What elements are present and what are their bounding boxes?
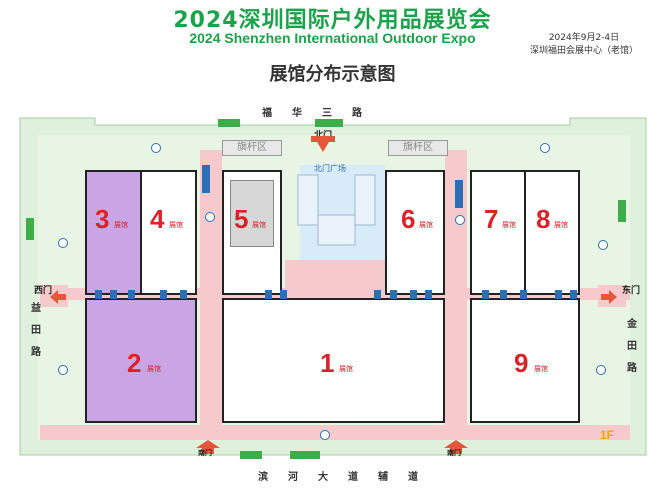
info-sign-left <box>202 165 210 193</box>
hall-3[interactable]: 3 展馆 <box>85 170 142 295</box>
hall-4[interactable]: 4 展馆 <box>140 170 197 295</box>
floor-marker: 1F <box>600 428 615 442</box>
toilet-icon <box>570 290 577 299</box>
map-title: 展馆分布示意图 <box>269 64 396 85</box>
toilet-icon <box>500 290 507 299</box>
hall-6-label: 展馆 <box>419 221 433 229</box>
road-south: 滨河大道辅道 <box>258 472 438 483</box>
toilet-icon <box>482 290 489 299</box>
hall-4-number: 4 <box>150 204 165 234</box>
toilet-icon <box>160 290 167 299</box>
road-north: 福华三路 <box>262 108 382 119</box>
bus-stop-sign-west <box>26 218 34 240</box>
metro-sign-north <box>315 119 343 127</box>
hall-3-number: 3 <box>95 204 110 234</box>
hall-1-label: 展馆 <box>339 365 353 373</box>
toilet-icon <box>280 290 287 299</box>
toilet-icon <box>390 290 397 299</box>
hall-4-label: 展馆 <box>169 221 183 229</box>
parking-icon <box>540 143 550 153</box>
hall-2-label: 展馆 <box>147 365 161 373</box>
toilet-icon <box>110 290 117 299</box>
south-gate-arrow-icon <box>196 440 220 454</box>
road-east: 金田路 <box>627 319 637 374</box>
event-date: 2024年9月2-4日 <box>548 33 620 43</box>
toilet-icon <box>265 290 272 299</box>
hall-8[interactable]: 8 展馆 <box>524 170 580 295</box>
hall-1-number: 1 <box>320 348 335 378</box>
hall-5[interactable]: 5 展馆 <box>222 170 282 295</box>
parking-icon <box>58 238 68 248</box>
hall-6[interactable]: 6 展馆 <box>385 170 445 295</box>
metro-sign-south <box>290 451 320 459</box>
toilet-icon <box>520 290 527 299</box>
hall-9[interactable]: 9 展馆 <box>470 298 580 423</box>
flag-zone-west: 旗杆区 <box>222 140 282 156</box>
west-gate-arrow-icon <box>50 290 66 304</box>
north-gate-arrow-icon <box>311 136 335 152</box>
event-venue: 深圳福田会展中心（老馆） <box>529 46 638 56</box>
toilet-icon <box>180 290 187 299</box>
hall-2-number: 2 <box>127 348 142 378</box>
road-west: 益田路 <box>31 303 41 358</box>
south-gate-label: 南门 <box>198 449 212 457</box>
hall-5-number: 5 <box>234 204 249 234</box>
parking-icon <box>596 365 606 375</box>
hall-1[interactable]: 1 展馆 <box>222 298 445 423</box>
parking-icon <box>455 215 465 225</box>
toilet-icon <box>128 290 135 299</box>
hall-5-label: 展馆 <box>252 221 266 229</box>
hall-9-label: 展馆 <box>534 365 548 373</box>
parking-icon <box>205 212 215 222</box>
bus-stop-sign-east <box>618 200 626 222</box>
bus-stop-sign-north <box>218 119 240 127</box>
hall-7-label: 展馆 <box>502 221 516 229</box>
parking-icon <box>151 143 161 153</box>
hall-7[interactable]: 7 展馆 <box>470 170 526 295</box>
hall-7-number: 7 <box>484 204 499 234</box>
flag-zone-east: 旗杆区 <box>388 140 448 156</box>
hall-2[interactable]: 2 展馆 <box>85 298 197 423</box>
page-title-cn: 2024深圳国际户外用品展览会 <box>173 8 492 33</box>
toilet-icon <box>410 290 417 299</box>
parking-icon <box>320 430 330 440</box>
hall-8-label: 展馆 <box>554 221 568 229</box>
parking-icon <box>58 365 68 375</box>
hall-3-label: 展馆 <box>114 221 128 229</box>
page-title-en: 2024 Shenzhen International Outdoor Expo <box>189 30 476 46</box>
parking-icon <box>598 240 608 250</box>
toilet-icon <box>95 290 102 299</box>
south-gate-2-label: 南门 <box>447 449 461 457</box>
hall-5-inner-area <box>230 180 274 247</box>
toilet-icon <box>425 290 432 299</box>
info-sign-right <box>455 180 463 208</box>
east-gate-label: 东门 <box>622 286 641 296</box>
west-gate-label: 西门 <box>34 286 53 296</box>
toilet-icon <box>555 290 562 299</box>
bus-stop-sign-south <box>240 451 262 459</box>
hall-6-number: 6 <box>401 204 416 234</box>
toilet-icon <box>374 290 381 299</box>
east-gate-arrow-icon <box>601 290 617 304</box>
south-gate-2-arrow-icon <box>444 440 468 454</box>
hall-8-number: 8 <box>536 204 551 234</box>
north-plaza-label: 北门广场 <box>314 164 346 173</box>
hall-9-number: 9 <box>514 348 529 378</box>
